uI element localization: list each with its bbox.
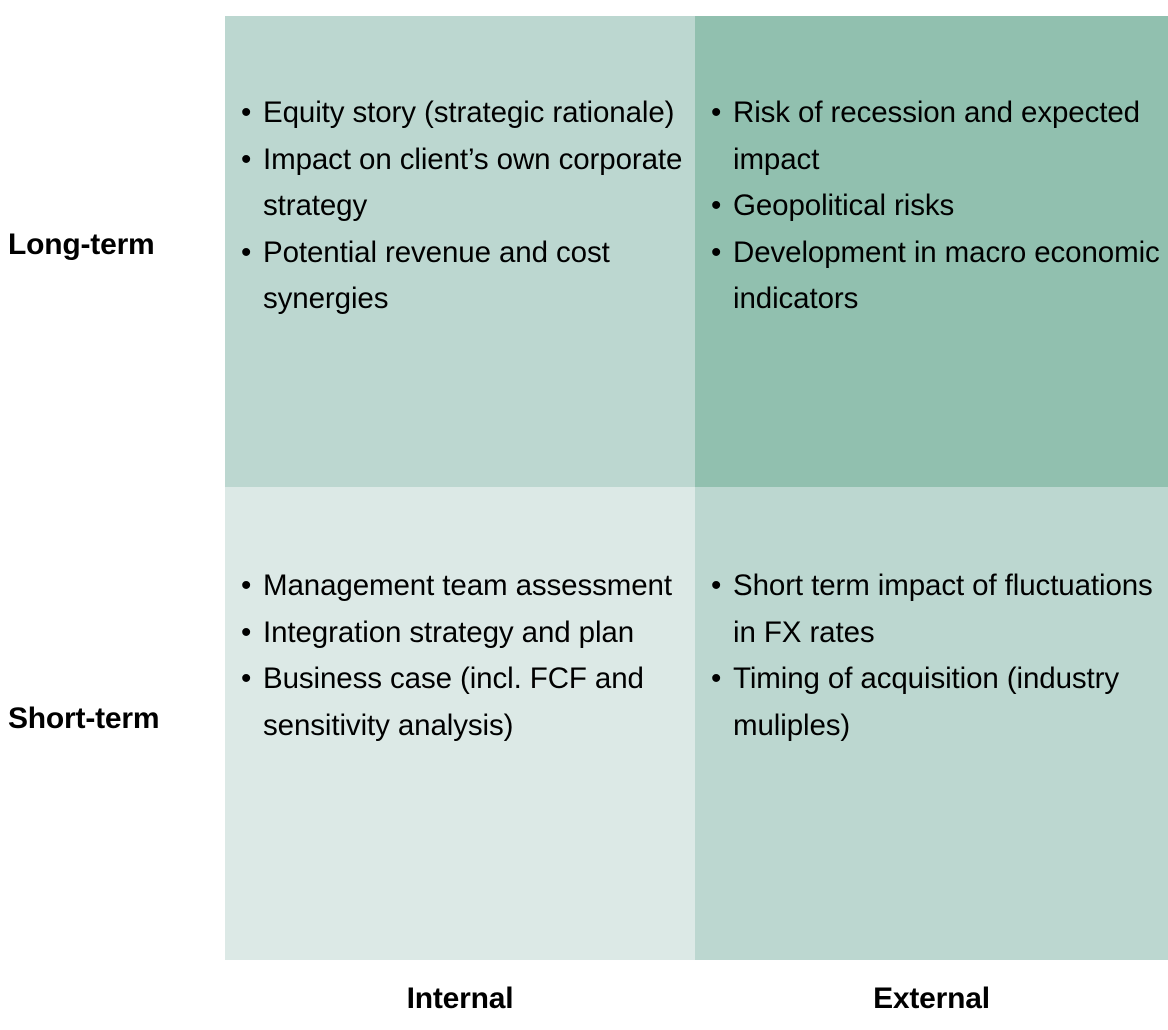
list-item: • Business case (incl. FCF and sensitivit…: [241, 656, 689, 749]
list-item-text: Geopolitical risks: [733, 189, 955, 223]
bullet-icon: •: [241, 662, 252, 696]
list-item: • Management team assessment: [241, 563, 689, 610]
list-item: • Development in macro economic indicator…: [711, 230, 1162, 323]
list-item: • Equity story (strategic rationale): [241, 90, 689, 137]
list-item-text: Risk of recession and expected impact: [733, 96, 1140, 176]
list-item: • Risk of recession and expected impact: [711, 90, 1162, 183]
cell-short-term-external: • Short term impact of fluctuations in FX…: [695, 487, 1168, 960]
bullet-icon: •: [711, 189, 722, 223]
bullet-list-short-term-internal: • Management team assessment • Integration…: [241, 563, 689, 749]
list-item-text: Timing of acquisition (industry muliples…: [733, 662, 1120, 742]
list-item: • Impact on client’s own corporate strate…: [241, 137, 689, 230]
list-item-text: Short term impact of fluctuations in FX …: [733, 569, 1153, 649]
bullet-icon: •: [711, 569, 722, 602]
list-item-text: Impact on client’s own corporate strateg…: [263, 142, 683, 223]
list-item-text: Management team assessment: [263, 569, 672, 602]
column-label-internal: Internal: [406, 982, 514, 1015]
row-label-short-term: Short-term: [8, 702, 160, 735]
bullet-icon: •: [241, 235, 252, 269]
bullet-icon: •: [711, 96, 722, 129]
list-item: • Potential revenue and cost synergies: [241, 230, 689, 323]
list-item-text: Integration strategy and plan: [263, 615, 635, 649]
bullet-icon: •: [241, 615, 252, 649]
bullet-list-short-term-external: • Short term impact of fluctuations in FX…: [711, 563, 1162, 749]
row-label-long-term: Long-term: [8, 228, 155, 261]
matrix-grid: • Equity story (strategic rationale) • Imp…: [225, 16, 1168, 960]
bullet-icon: •: [711, 235, 722, 269]
bullet-icon: •: [241, 96, 252, 129]
bullet-icon: •: [241, 569, 252, 602]
cell-long-term-external: • Risk of recession and expected impact •…: [695, 16, 1168, 487]
list-item: • Integration strategy and plan: [241, 610, 689, 657]
cell-long-term-internal: • Equity story (strategic rationale) • Imp…: [225, 16, 695, 487]
list-item: • Short term impact of fluctuations in FX…: [711, 563, 1162, 656]
list-item-text: Business case (incl. FCF and sensitivity…: [263, 662, 644, 742]
bullet-list-long-term-internal: • Equity story (strategic rationale) • Imp…: [241, 90, 689, 323]
column-label-external: External: [873, 982, 990, 1015]
list-item-text: Equity story (strategic rationale): [263, 96, 675, 129]
list-item-text: Potential revenue and cost synergies: [263, 235, 610, 316]
bullet-list-long-term-external: • Risk of recession and expected impact •…: [711, 90, 1162, 323]
list-item-text: Development in macro economic indicators: [733, 235, 1160, 316]
bullet-icon: •: [241, 142, 252, 176]
bullet-icon: •: [711, 662, 722, 696]
list-item: • Geopolitical risks: [711, 183, 1162, 230]
cell-short-term-internal: • Management team assessment • Integration…: [225, 487, 695, 960]
list-item: • Timing of acquisition (industry muliple…: [711, 656, 1162, 749]
